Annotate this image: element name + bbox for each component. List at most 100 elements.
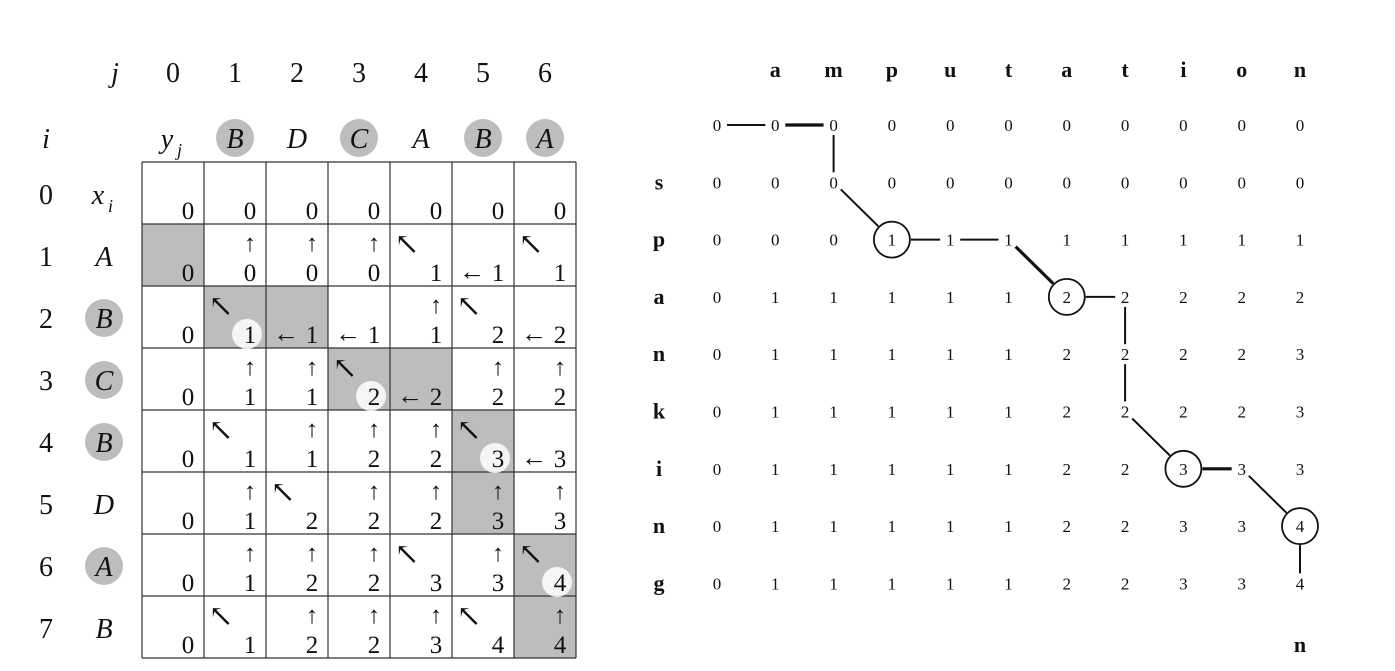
cell-value: 3 [1179, 460, 1188, 479]
row-letter: g [654, 570, 665, 595]
x-subscript: i [108, 196, 113, 216]
cell-value: 1 [244, 446, 257, 473]
cell-value: 4 [1296, 517, 1305, 536]
cell-value: 3 [492, 570, 505, 597]
lcs-circle [542, 567, 572, 597]
j-index: 0 [166, 58, 180, 89]
cell-value: 0 [1179, 116, 1188, 135]
cell-value: 2 [306, 570, 319, 597]
j-index: 3 [352, 58, 366, 89]
cell-value: 0 [771, 231, 780, 250]
row-letter: k [653, 399, 666, 424]
cell-value: 0 [713, 288, 722, 307]
x-letter: B [95, 304, 112, 335]
y-letter: D [286, 124, 307, 155]
cell-value: 4 [1296, 574, 1305, 593]
cell-value: 1 [946, 517, 955, 536]
cell-value: 1 [829, 460, 838, 479]
x-letter: A [93, 552, 113, 583]
y-label: y [158, 124, 174, 155]
cell-value: 2 [1179, 345, 1188, 364]
cell-value: 1 [1179, 231, 1188, 250]
cell-value: 0 [946, 116, 955, 135]
shaded-cell [514, 596, 576, 658]
arrow-diag-icon: ↖ [394, 538, 419, 571]
cell-value: 1 [306, 384, 319, 411]
shaded-cell [142, 224, 204, 286]
col-letter: a [1061, 57, 1072, 82]
cell-value: 2 [306, 508, 319, 535]
cell-value: 1 [829, 345, 838, 364]
shaded-cell [452, 472, 514, 534]
cell-value: 2 [1063, 460, 1072, 479]
cell-value: 0 [713, 116, 722, 135]
letter-highlight [340, 119, 378, 157]
cell-value: 1 [771, 345, 780, 364]
arrow-diag-icon: ↖ [518, 228, 543, 261]
cell-value: 3 [554, 446, 567, 473]
cell-value: 2 [1063, 517, 1072, 536]
lcs-circle [873, 220, 911, 259]
cell-value: 2 [1121, 345, 1130, 364]
arrow-diag-icon: ↖ [208, 600, 233, 633]
lcs-circle [356, 381, 386, 411]
arrow-left-icon: ← [521, 443, 547, 472]
cell-value: 2 [1063, 288, 1072, 307]
arrow-left-icon: ← [459, 257, 485, 286]
arrow-left-icon: ← [521, 319, 547, 348]
shaded-cell [266, 286, 328, 348]
i-index: 4 [39, 428, 53, 459]
cell-value: 2 [1237, 403, 1246, 422]
lcs-circle [1047, 277, 1086, 316]
i-index: 0 [39, 180, 53, 211]
cell-value: 2 [1121, 460, 1130, 479]
cell-value: 0 [306, 198, 319, 225]
cell-value: 1 [1063, 231, 1072, 250]
cell-value: 2 [554, 322, 567, 349]
cell-value: 0 [888, 173, 897, 192]
cell-value: 0 [713, 403, 722, 422]
arrow-up-icon: ↑ [430, 603, 442, 629]
arrow-up-icon: ↑ [368, 603, 380, 629]
cell-value: 2 [554, 384, 567, 411]
cell-value: 2 [368, 446, 381, 473]
y-letter: B [226, 124, 243, 155]
cell-value: 4 [492, 632, 505, 659]
cell-value: 1 [306, 322, 319, 349]
i-index: 1 [39, 242, 53, 273]
cell-value: 1 [492, 260, 505, 287]
arrow-diag-icon: ↖ [518, 538, 543, 571]
cell-value: 2 [1063, 345, 1072, 364]
col-letter: t [1005, 57, 1013, 82]
arrow-diag-icon: ↖ [208, 414, 233, 447]
cell-value: 2 [430, 508, 443, 535]
arrow-up-icon: ↑ [306, 355, 318, 381]
cell-value: 1 [888, 231, 897, 250]
cell-value: 1 [771, 517, 780, 536]
cell-value: 0 [182, 508, 195, 535]
cell-value: 2 [1121, 403, 1130, 422]
col-letter: n [1294, 57, 1306, 82]
cell-value: 0 [182, 632, 195, 659]
lcs-circle [1164, 449, 1203, 488]
cell-value: 2 [430, 384, 443, 411]
cell-value: 0 [771, 116, 780, 135]
cell-value: 0 [713, 345, 722, 364]
shaded-cell [390, 348, 452, 410]
cell-value: 1 [1296, 231, 1305, 250]
cell-value: 0 [1296, 116, 1305, 135]
x-letter: A [93, 242, 113, 273]
cell-value: 1 [829, 403, 838, 422]
cell-value: 0 [829, 231, 838, 250]
j-index: 2 [290, 58, 304, 89]
cell-value: 0 [713, 460, 722, 479]
cell-value: 1 [554, 260, 567, 287]
letter-highlight [526, 119, 564, 157]
arrow-up-icon: ↑ [554, 603, 566, 629]
cell-value: 1 [1004, 288, 1013, 307]
cell-value: 2 [1121, 574, 1130, 593]
arrow-diag-icon: ↖ [208, 290, 233, 323]
cell-value: 0 [182, 322, 195, 349]
i-index: 6 [39, 552, 53, 583]
